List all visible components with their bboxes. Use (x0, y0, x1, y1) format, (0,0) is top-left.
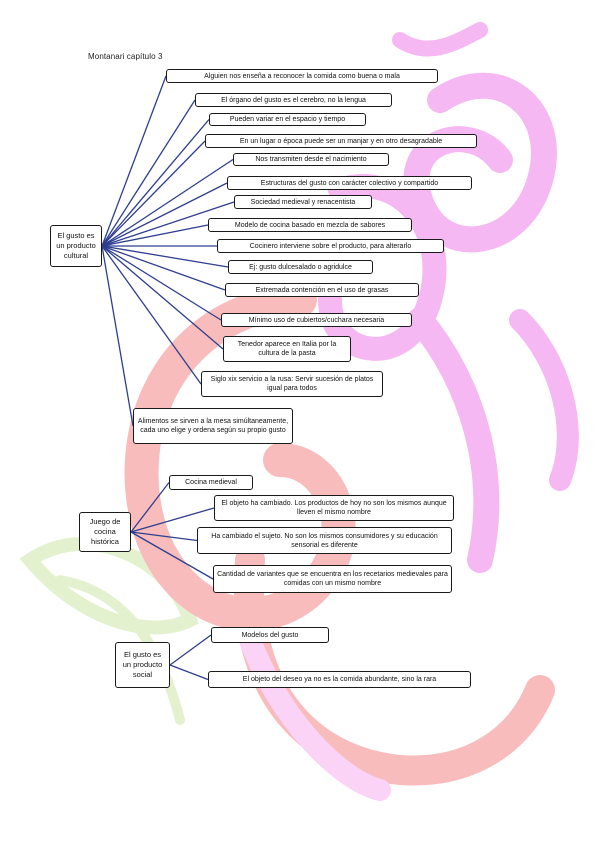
watermark-pink-stroke-3 (407, 307, 500, 573)
root-node-historica: Juego de cocina histórica (79, 512, 131, 552)
connector-line (130, 531, 198, 542)
child-node: Ha cambiado el sujeto. No son los mismos… (197, 527, 452, 554)
child-node: Pueden variar en el espacio y tiempo (209, 113, 366, 126)
child-node: Cocina medieval (169, 475, 253, 490)
child-node: Sociedad medieval y renacentista (234, 195, 372, 209)
watermark-pink-tail (239, 629, 391, 801)
child-node: Mínimo uso de cubiertos/cuchara necesari… (221, 313, 412, 327)
child-node: Alimentos se sirven a la mesa simúltanea… (133, 408, 293, 444)
root-node-social: El gusto es un producto social (115, 642, 170, 688)
child-node: Ej: gusto dulcesalado o agridulce (228, 260, 373, 274)
child-node: El objeto del deseo ya no es la comida a… (208, 671, 471, 688)
watermark-pink-stroke-5 (392, 22, 488, 57)
watermark-green-stem (55, 575, 185, 725)
connector-line (101, 245, 134, 427)
child-node: Cocinero interviene sobre el producto, p… (217, 239, 444, 253)
connector-line (169, 664, 209, 681)
child-node: Siglo xix servicio a la rusa: Servir suc… (201, 371, 383, 397)
child-node: En un lugar o época puede ser un manjar … (205, 134, 477, 148)
root-node-cultural: El gusto es un producto cultural (50, 225, 102, 267)
watermark-pink-stroke-4 (509, 309, 579, 491)
connector-line (130, 482, 170, 533)
connector-line (169, 634, 212, 666)
page-title: Montanari capítulo 3 (88, 52, 163, 61)
child-node: Extremada contención en el uso de grasas (225, 283, 419, 297)
connector-line (101, 224, 209, 247)
child-node: Tenedor aparece en Italia por la cultura… (223, 336, 351, 362)
child-node: Modelos del gusto (211, 627, 329, 643)
connector-line (101, 158, 234, 247)
connector-line (101, 119, 210, 247)
connector-line (101, 201, 235, 247)
connector-line (101, 245, 224, 350)
connector-line (101, 140, 206, 247)
connector-line (101, 99, 196, 247)
connector-line (130, 507, 215, 533)
child-node: El objeto ha cambiado. Los productos de … (214, 495, 454, 521)
connector-line (101, 245, 222, 321)
child-node: El órgano del gusto es el cerebro, no la… (195, 93, 392, 107)
child-node: Alguien nos enseña a reconocer la comida… (166, 69, 438, 83)
connector-line (130, 531, 214, 580)
connector-line (101, 182, 228, 247)
connector-line (101, 75, 167, 247)
child-node: Modelo de cocina basado en mezcla de sab… (208, 218, 412, 232)
connector-line (101, 245, 226, 291)
child-node: Estructuras del gusto con carácter colec… (227, 176, 472, 190)
child-node: Nos transmiten desde el nacimiento (233, 153, 389, 166)
connector-line (101, 245, 229, 268)
child-node: Cantidad de variantes que se encuentra e… (213, 565, 452, 593)
connector-line (101, 245, 202, 385)
